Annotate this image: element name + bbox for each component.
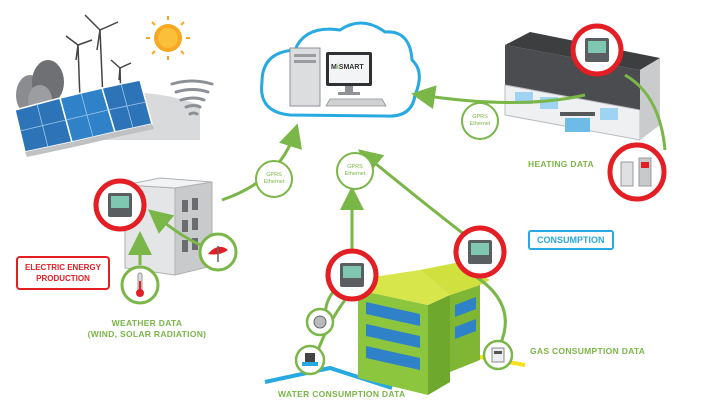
- cloud-server: [260, 21, 421, 118]
- gas-meter-icon: [482, 339, 514, 371]
- power-meter-icon: [93, 23, 667, 302]
- weather-data-line1: WEATHER DATA: [111, 318, 183, 328]
- arrow-consumption-right-to-cloud: [358, 149, 466, 237]
- sensor-icons: [120, 232, 514, 376]
- weather-data-label: WEATHER DATA (WIND, SOLAR RADIATION): [82, 318, 212, 340]
- consumption-building: [264, 262, 526, 395]
- mismart-logo: MiSMART: [331, 64, 364, 71]
- wind-vane-icon: [198, 232, 238, 272]
- gas-consumption-label: GAS CONSUMPTION DATA: [530, 346, 646, 356]
- solar-panel-icon: [14, 79, 154, 157]
- consumption-label: CONSUMPTION: [528, 230, 614, 250]
- water-meter-icon: [294, 344, 326, 376]
- computer-icon: [289, 47, 387, 107]
- weather-data-line2: (WIND, SOLAR RADIATION): [87, 329, 207, 339]
- sun-icon: [146, 16, 190, 60]
- arrow-heating-to-cloud: [411, 85, 586, 110]
- renewable-scene: [14, 14, 214, 157]
- thermometer-icon: [120, 265, 160, 305]
- tornado-icon: [170, 79, 214, 116]
- water-meter-icon: [305, 307, 335, 337]
- water-consumption-label: WATER CONSUMPTION DATA: [278, 389, 406, 399]
- electric-production-label: ELECTRIC ENERGY PRODUCTION: [16, 256, 110, 290]
- heating-data-label: HEATING DATA: [528, 159, 594, 169]
